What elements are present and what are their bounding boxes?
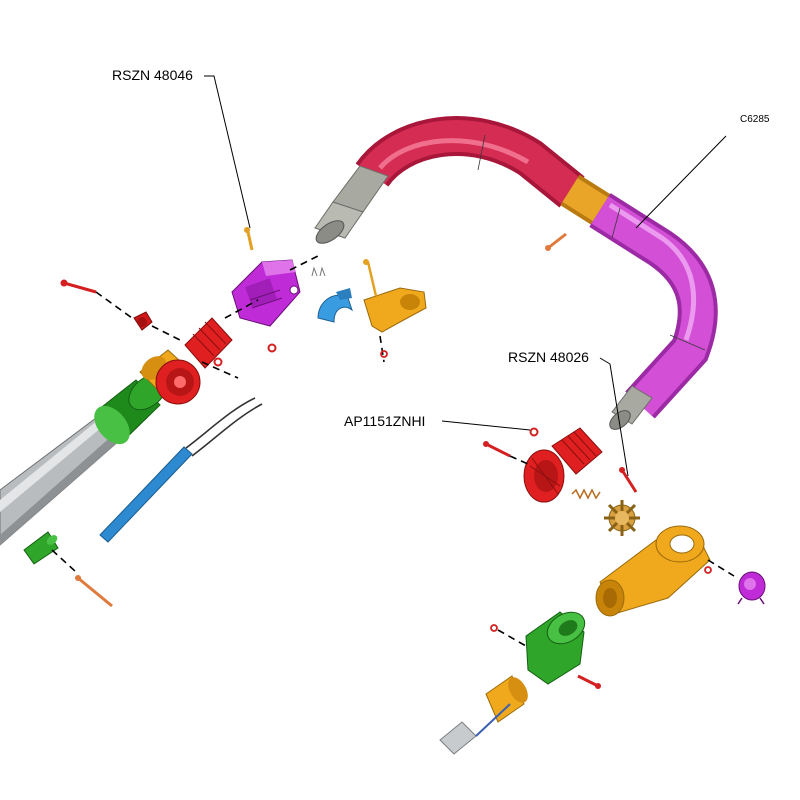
latch-magenta: [231, 259, 301, 327]
lever-arm-orange: [595, 525, 711, 617]
gear-orange: [604, 500, 640, 536]
hinge-joint-right: [523, 427, 603, 503]
bracket-orange: [363, 259, 427, 333]
end-cap-green: [23, 531, 59, 565]
callout-label-ap1151znhi: AP1151ZNHI: [344, 413, 425, 429]
collar-green-right: [525, 611, 586, 685]
hinge-joint-left: [155, 317, 233, 405]
knob-left: [133, 311, 153, 331]
end-cap-magenta: [737, 571, 766, 605]
callout-c6285: C6285: [635, 114, 770, 229]
cable-wires: [185, 397, 263, 457]
screw-right-long: [483, 441, 511, 458]
washer-left-1: [213, 357, 223, 367]
screw-left: [60, 279, 97, 294]
pin-rszn-48026: [619, 467, 638, 493]
main-pole: [0, 414, 121, 546]
handle-bar-assembly: [314, 116, 718, 430]
washer-ap1151znhi: [529, 427, 539, 437]
screw-lower-left: [75, 575, 113, 608]
spring-clips: [311, 266, 326, 277]
callout-rszn-48046: RSZN 48046: [112, 67, 251, 229]
clip-blue: [317, 288, 353, 323]
coupler-screw: [545, 232, 567, 251]
sleeve-orange: [485, 675, 528, 723]
screw-collar: [577, 674, 601, 689]
latch-screw: [244, 227, 254, 251]
washer-left-2: [267, 343, 277, 353]
washer-collar: [490, 624, 498, 632]
cable-blue: [99, 446, 193, 543]
callout-ap1151znhi: AP1151ZNHI: [344, 413, 531, 431]
callout-label-c6285: C6285: [740, 114, 770, 125]
callout-rszn-48026: RSZN 48026: [508, 349, 629, 477]
callout-label-rszn-48046: RSZN 48046: [112, 67, 193, 83]
lower-pole-stub: [439, 703, 511, 755]
spring: [571, 488, 601, 500]
washer-right: [704, 566, 712, 574]
callout-label-rszn-48026: RSZN 48026: [508, 349, 589, 365]
washer-bracket: [380, 350, 388, 358]
